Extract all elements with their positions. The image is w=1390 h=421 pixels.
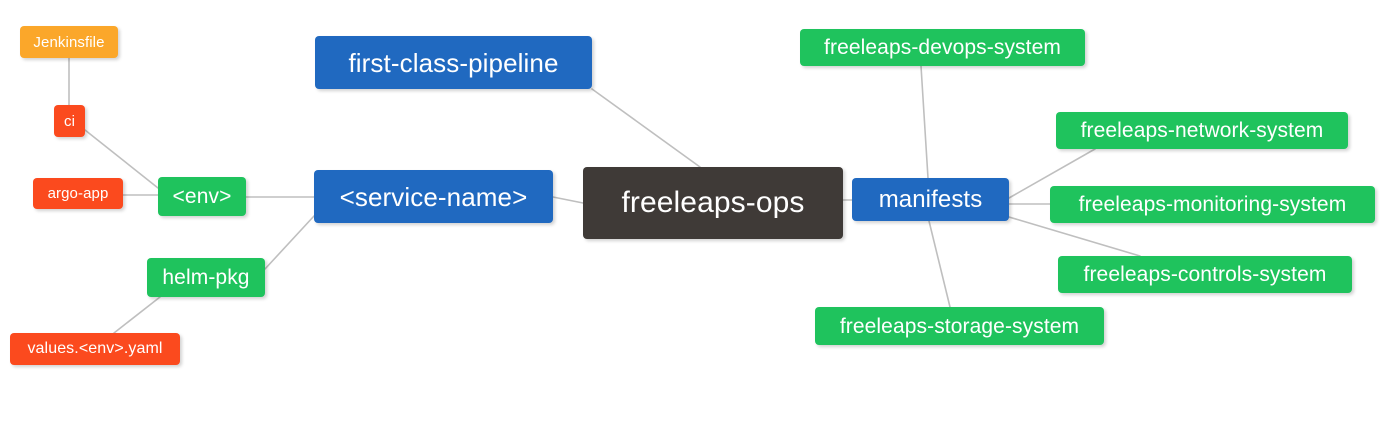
edge-manifests-to-freeleaps-devops-system	[920, 65, 929, 179]
node-values-env-yaml[interactable]: values.<env>.yaml	[10, 333, 180, 365]
node-freeleaps-network-system[interactable]: freeleaps-network-system	[1056, 112, 1348, 149]
node-argo-app[interactable]: argo-app	[33, 178, 123, 209]
edge-env-to-ci	[84, 129, 159, 189]
node-manifests[interactable]: manifests	[852, 178, 1009, 221]
node-helm-pkg[interactable]: helm-pkg	[147, 258, 265, 297]
node-ci[interactable]: ci	[54, 105, 85, 137]
node-service-name[interactable]: <service-name>	[314, 170, 553, 223]
edge-manifests-to-freeleaps-storage-system	[928, 220, 951, 308]
edge-freeleaps-ops-to-service-name	[552, 196, 584, 204]
node-freeleaps-monitoring-system[interactable]: freeleaps-monitoring-system	[1050, 186, 1375, 223]
node-freeleaps-controls-system[interactable]: freeleaps-controls-system	[1058, 256, 1352, 293]
node-freeleaps-storage-system[interactable]: freeleaps-storage-system	[815, 307, 1104, 345]
edge-service-name-to-helm-pkg	[264, 215, 315, 270]
edge-manifests-to-freeleaps-network-system	[1008, 148, 1096, 199]
edge-freeleaps-ops-to-first-class-pipeline	[591, 88, 701, 168]
node-jenkinsfile[interactable]: Jenkinsfile	[20, 26, 118, 58]
edge-helm-pkg-to-values-env-yaml	[113, 296, 161, 334]
node-env[interactable]: <env>	[158, 177, 246, 216]
node-first-class-pipeline[interactable]: first-class-pipeline	[315, 36, 592, 89]
edge-manifests-to-freeleaps-controls-system	[1008, 216, 1141, 257]
node-freeleaps-devops-system[interactable]: freeleaps-devops-system	[800, 29, 1085, 66]
node-freeleaps-ops[interactable]: freeleaps-ops	[583, 167, 843, 239]
